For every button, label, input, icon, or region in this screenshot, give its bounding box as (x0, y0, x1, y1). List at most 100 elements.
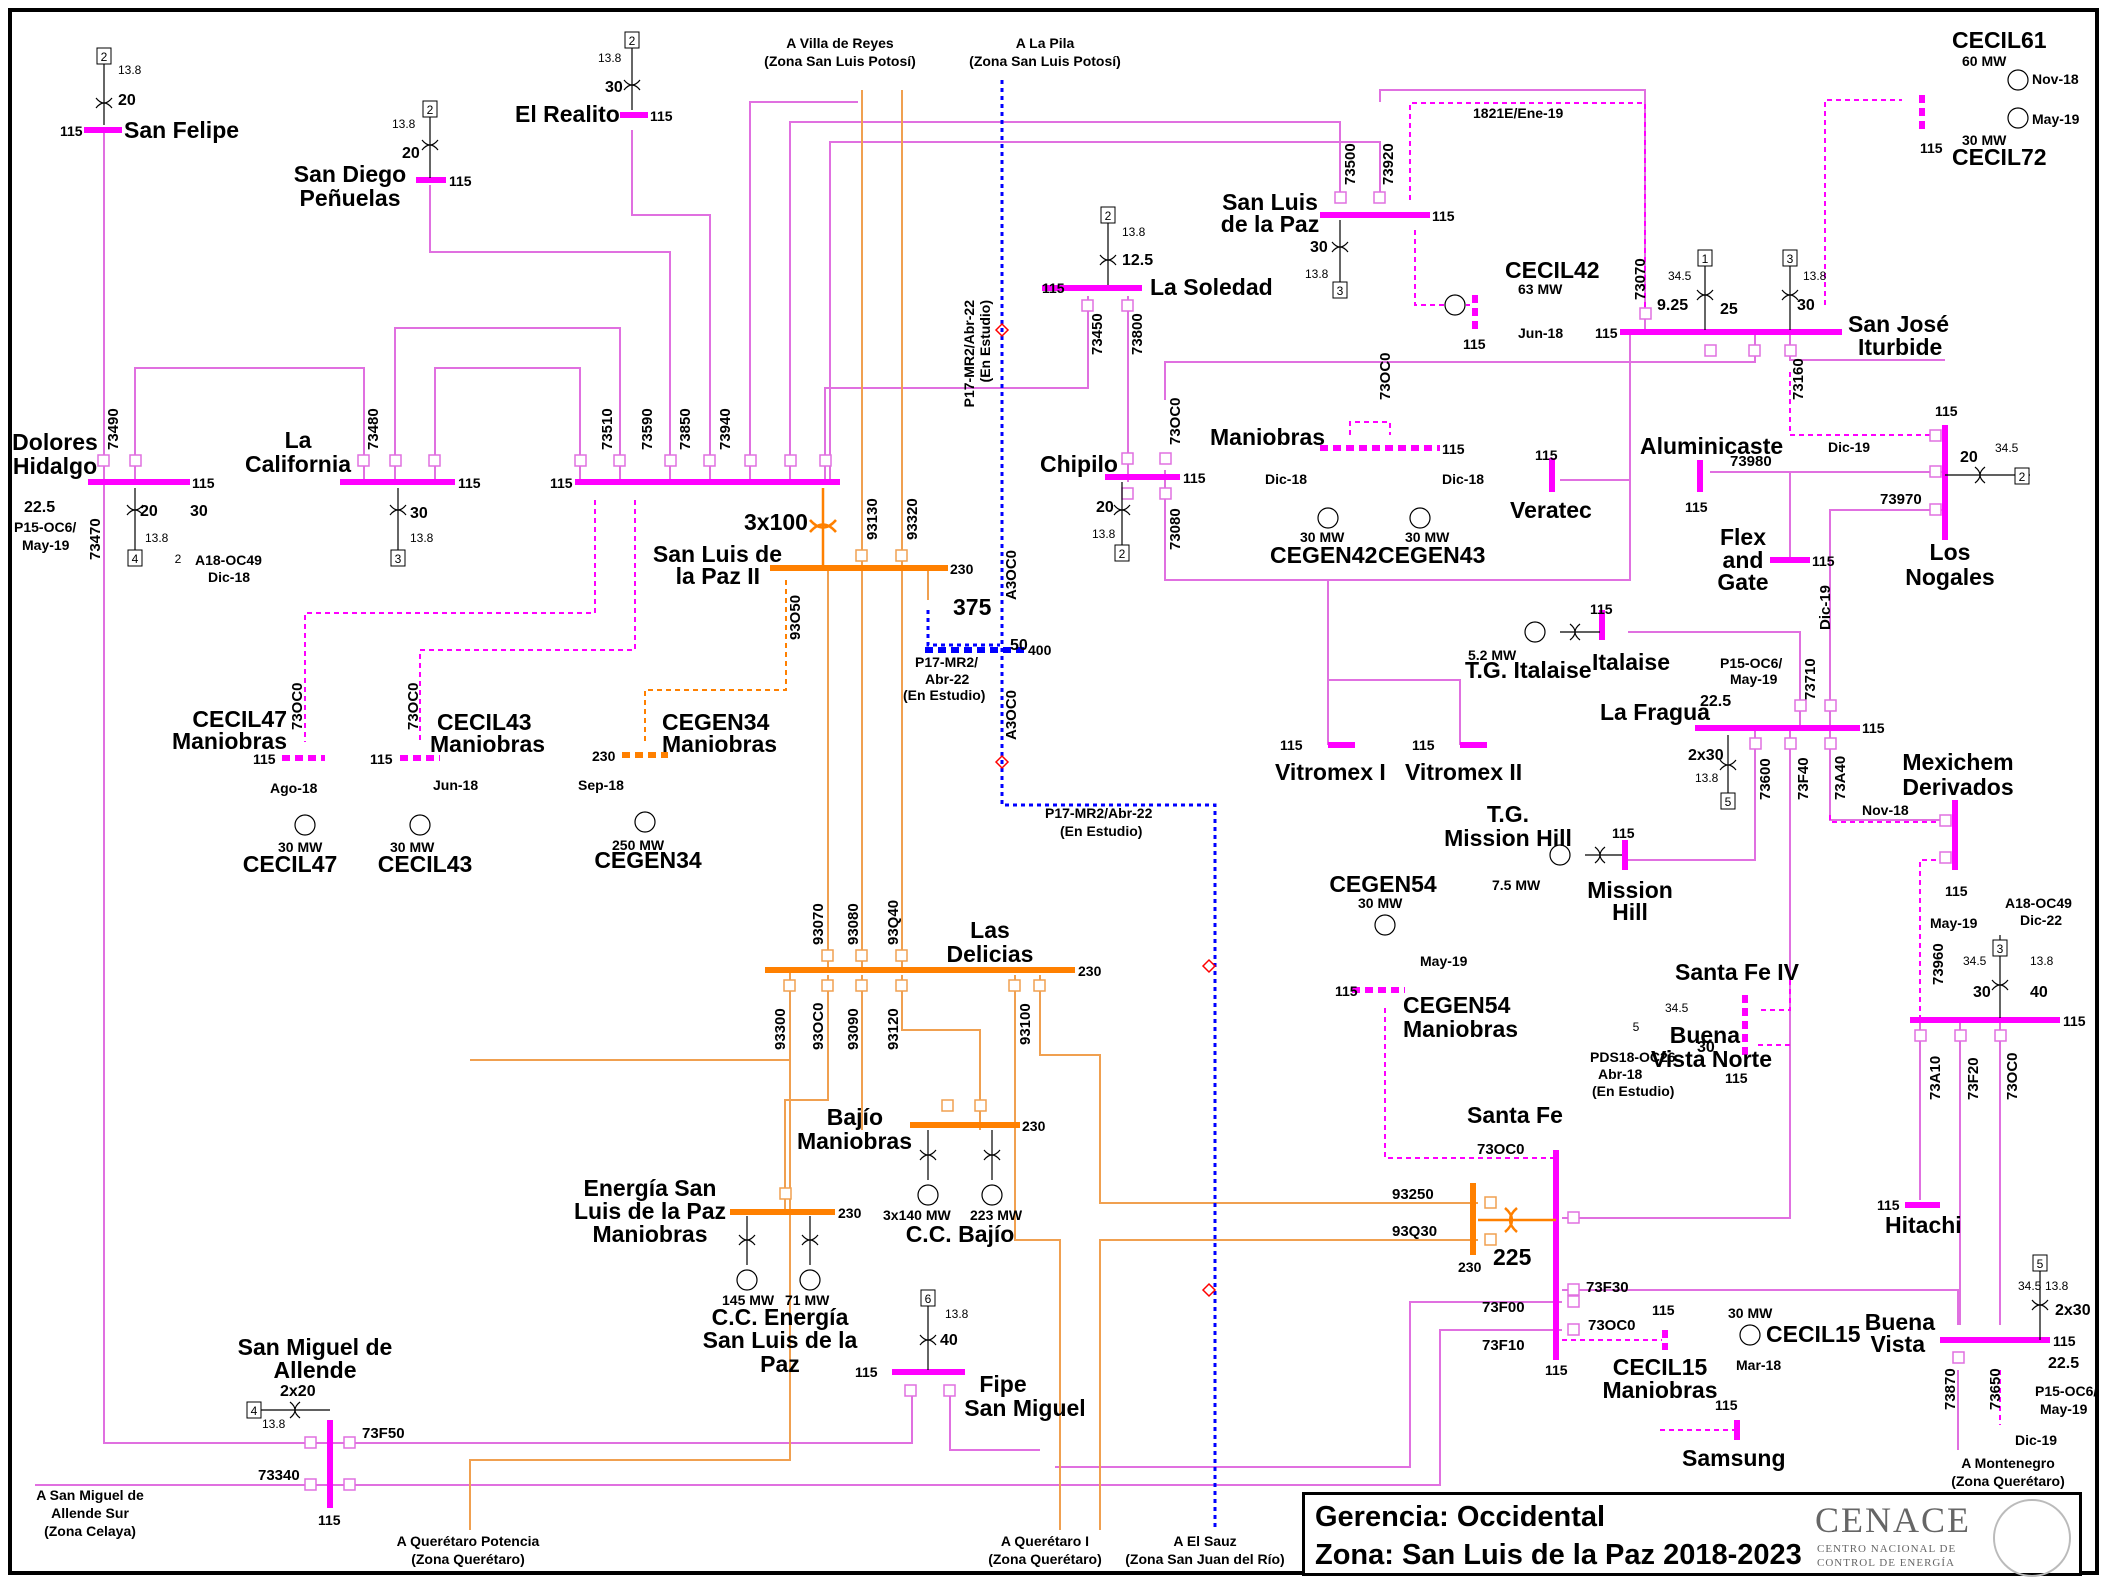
label-delicias-2: Delicias (947, 941, 1034, 967)
svg-text:4: 4 (251, 1404, 258, 1418)
svg-text:May-19: May-19 (22, 537, 70, 553)
svg-text:Abr-22: Abr-22 (925, 671, 970, 687)
svg-text:73940: 73940 (717, 408, 734, 450)
svg-text:71 MW: 71 MW (785, 1292, 830, 1308)
svg-text:Dic-22: Dic-22 (2020, 912, 2062, 928)
svg-text:93250: 93250 (1392, 1186, 1434, 1203)
svg-text:115: 115 (1920, 140, 1943, 156)
svg-text:73490: 73490 (105, 408, 122, 450)
label-cegen54m-1: CEGEN54 (1403, 992, 1511, 1018)
svg-text:13.8: 13.8 (145, 531, 169, 545)
buses (84, 95, 2060, 1508)
svg-text:7.5 MW: 7.5 MW (1492, 877, 1541, 893)
line-numbers: 73490 73470 73480 73510 73590 73850 7394… (87, 143, 2021, 1484)
svg-text:May-19: May-19 (2040, 1401, 2088, 1417)
svg-text:115: 115 (1612, 825, 1635, 841)
svg-text:73OC0: 73OC0 (1377, 352, 1394, 400)
svg-text:A18-OC49: A18-OC49 (2005, 895, 2072, 911)
breakers (97, 191, 2007, 1491)
svg-text:13.8: 13.8 (118, 63, 142, 77)
svg-text:93Q30: 93Q30 (1392, 1223, 1437, 1240)
label-energia-2: Luis de la Paz (574, 1198, 726, 1224)
ext-pila-2: (Zona San Luis Potosí) (969, 53, 1121, 69)
svg-text:30: 30 (190, 503, 208, 520)
svg-text:P17-MR2/: P17-MR2/ (915, 654, 978, 670)
svg-text:30 MW: 30 MW (390, 839, 435, 855)
svg-text:Dic-18: Dic-18 (1265, 471, 1307, 487)
svg-text:73590: 73590 (639, 408, 656, 450)
svg-text:60 MW: 60 MW (1962, 53, 2007, 69)
svg-text:73160: 73160 (1790, 358, 1807, 400)
svg-text:73OC0: 73OC0 (405, 682, 422, 730)
ext-smas-3: (Zona Celaya) (44, 1523, 136, 1539)
svg-text:30: 30 (1697, 1039, 1715, 1056)
svg-text:73OC0: 73OC0 (289, 682, 306, 730)
svg-text:(En Estudio): (En Estudio) (903, 687, 985, 703)
label-aluminicaste: Aluminicaste (1640, 433, 1783, 459)
svg-text:20: 20 (1096, 499, 1114, 516)
label-mission-1: Mission (1587, 877, 1673, 903)
svg-text:13.8: 13.8 (2030, 954, 2054, 968)
svg-text:A3OC0: A3OC0 (1003, 690, 1020, 740)
label-flex-2: and (1723, 547, 1764, 573)
xfmr-slp2-3x100 (809, 488, 837, 566)
label-bajio-1: Bajío (827, 1104, 883, 1130)
label-cegen43: CEGEN43 (1378, 542, 1485, 568)
svg-text:230: 230 (1458, 1259, 1482, 1275)
label-energia-3: Maniobras (592, 1221, 707, 1247)
label-slp2-2: la Paz II (676, 563, 760, 589)
label-bvn-2: Vista Norte (1651, 1046, 1772, 1072)
label-cecil47: CECIL47 (243, 851, 338, 877)
svg-text:73OC0: 73OC0 (1588, 1317, 1636, 1334)
svg-text:115: 115 (318, 1512, 341, 1528)
xfmr-chipilo (1113, 482, 1131, 555)
svg-text:2: 2 (175, 552, 182, 566)
svg-text:115: 115 (449, 173, 472, 189)
svg-text:115: 115 (192, 475, 215, 491)
svg-text:73600: 73600 (1757, 758, 1774, 800)
svg-text:93080: 93080 (845, 903, 862, 945)
xfmr-san-jose-3 (1781, 258, 1799, 330)
label-cecil15m-2: Maniobras (1602, 1377, 1717, 1403)
svg-text:115: 115 (60, 123, 83, 139)
label-california-2: California (245, 451, 351, 477)
ext-villa-2: (Zona San Luis Potosí) (764, 53, 916, 69)
xfmr-san-jose-1 (1696, 258, 1714, 330)
svg-text:115: 115 (1595, 325, 1618, 341)
svg-text:May-19: May-19 (1730, 671, 1778, 687)
svg-text:34.5: 34.5 (1963, 954, 1987, 968)
svg-text:A3OC0: A3OC0 (1003, 550, 1020, 600)
svg-text:115: 115 (1945, 883, 1968, 899)
svg-text:115: 115 (1545, 1362, 1568, 1378)
breakers-230 (779, 549, 1497, 1246)
label-italaise: Italaise (1592, 649, 1670, 675)
date-labels: Nov-18 May-19 Jun-18 Dic-19 Dic-18 Dic-1… (270, 71, 2080, 1448)
svg-text:PDS18-OC26: PDS18-OC26 (1590, 1049, 1676, 1065)
svg-text:(En Estudio): (En Estudio) (1592, 1083, 1674, 1099)
label-cecil43m-2: Maniobras (430, 731, 545, 757)
label-hitachi: Hitachi (1885, 1212, 1962, 1238)
label-samsung: Samsung (1682, 1445, 1786, 1471)
svg-text:(En Estudio): (En Estudio) (1060, 823, 1142, 839)
svg-text:13.8: 13.8 (1122, 225, 1146, 239)
svg-text:115: 115 (1463, 336, 1486, 352)
svg-text:73OC0: 73OC0 (2004, 1052, 2021, 1100)
svg-text:Jun-18: Jun-18 (1518, 325, 1563, 341)
label-energia-1: Energía San (584, 1175, 717, 1201)
label-cegen54m-2: Maniobras (1403, 1016, 1518, 1042)
label-fipe-2: San Miguel (964, 1395, 1085, 1421)
svg-text:9.25: 9.25 (1657, 297, 1688, 314)
svg-text:115: 115 (1590, 601, 1613, 617)
ext-pila-1: A La Pila (1016, 35, 1075, 51)
svg-text:115: 115 (1335, 983, 1358, 999)
svg-text:30 MW: 30 MW (278, 839, 323, 855)
svg-text:73070: 73070 (1632, 258, 1649, 300)
label-tg-mission-1: T.G. (1487, 801, 1529, 827)
svg-text:2: 2 (629, 34, 636, 48)
title-block: Gerencia: Occidental Zona: San Luis de l… (1302, 1492, 2082, 1577)
svg-text:Dic-18: Dic-18 (208, 569, 250, 585)
xfmr-ratings: 20 20 30 30 12.5 9.25 25 30 20 30 30 20 … (24, 79, 2091, 1400)
label-cegen34: CEGEN34 (594, 847, 702, 873)
